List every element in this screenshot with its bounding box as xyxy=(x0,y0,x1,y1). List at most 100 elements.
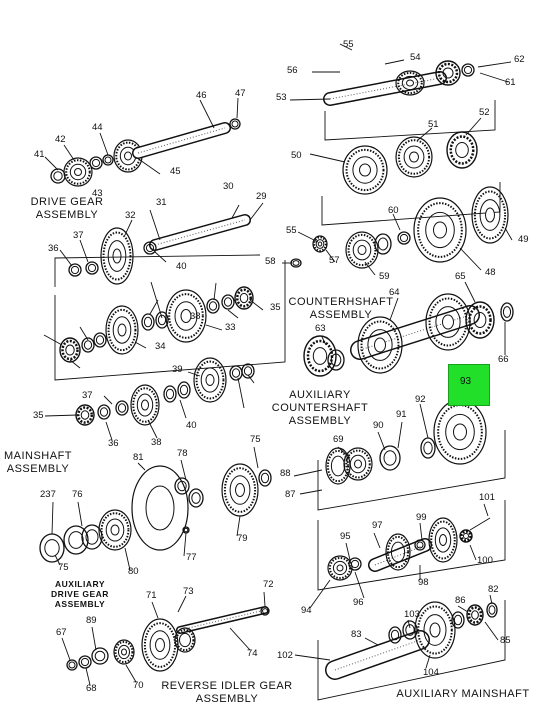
leader-line xyxy=(483,503,489,517)
leader-line xyxy=(237,377,245,409)
part-number-callout: 237 xyxy=(40,489,56,500)
shaft-body xyxy=(177,607,268,633)
part-number-callout: 95 xyxy=(340,531,351,542)
leader-line xyxy=(124,219,133,236)
flange xyxy=(131,465,189,551)
leader-line xyxy=(179,399,187,419)
leader-line xyxy=(464,281,476,303)
leader-line xyxy=(392,213,401,231)
washer xyxy=(348,557,362,571)
part-number-callout: 94 xyxy=(301,605,312,616)
washer-hole xyxy=(399,233,409,243)
washer-hole xyxy=(94,650,106,662)
leader-line xyxy=(457,605,469,613)
gear-rim xyxy=(471,186,509,244)
washer-hole xyxy=(85,529,99,545)
bearing-outer xyxy=(466,604,484,626)
leader-line xyxy=(354,571,365,599)
washer xyxy=(379,445,401,471)
part-number-callout: 56 xyxy=(287,65,298,76)
gear-rim xyxy=(395,70,425,96)
part-number-callout: 68 xyxy=(86,683,97,694)
gear-bore xyxy=(453,423,467,441)
caption-line: REVERSE IDLER GEAR xyxy=(161,680,293,692)
part-number-callout: 35 xyxy=(270,302,281,313)
caption-line: ASSEMBLY xyxy=(54,599,106,609)
part-number-callout: 44 xyxy=(92,122,103,133)
bearing-balls xyxy=(77,406,93,424)
washer-hole xyxy=(53,171,63,181)
gear-hub xyxy=(352,239,372,261)
caption-line: AUXILIARY MAINSHAFT xyxy=(396,688,530,700)
leader-line xyxy=(297,231,319,243)
part-number-callout: 88 xyxy=(280,468,291,479)
part-number-callout: 101 xyxy=(479,492,495,503)
gear-bore xyxy=(124,151,132,161)
bearing-balls xyxy=(460,530,472,542)
gear-bore xyxy=(336,564,344,572)
gear-rim xyxy=(174,627,196,653)
gear-hub xyxy=(367,329,393,361)
gear-hub xyxy=(401,75,419,91)
leader-line xyxy=(103,395,113,405)
assembly-bracket xyxy=(317,600,506,701)
bearing-balls xyxy=(468,305,492,335)
leader-line xyxy=(227,309,239,319)
bearing-outer xyxy=(465,301,495,339)
washer xyxy=(206,298,220,314)
gear-bore xyxy=(155,638,165,652)
gear-hub xyxy=(179,632,191,648)
part-number-callout: 81 xyxy=(133,452,144,463)
gear-bore xyxy=(180,309,192,323)
highlighted-part-box[interactable]: 93 xyxy=(448,364,490,406)
washer xyxy=(388,626,402,644)
part-number-callout: 86 xyxy=(455,595,466,606)
gear-bore xyxy=(409,151,419,163)
part-number-callout: 66 xyxy=(498,354,509,365)
leader-line xyxy=(484,621,499,641)
bearing-inner xyxy=(442,67,454,79)
washer-hole xyxy=(99,407,109,417)
caption-line: ASSEMBLY xyxy=(35,209,99,221)
washer-hole xyxy=(157,314,167,326)
washer xyxy=(68,263,82,277)
bearing-inner xyxy=(462,532,470,540)
washer xyxy=(97,404,111,420)
gear-hub xyxy=(112,316,132,344)
leader-line xyxy=(247,374,255,384)
gear-teeth xyxy=(132,387,158,423)
leader-line xyxy=(459,247,482,271)
leader-line xyxy=(253,446,259,469)
washer-hole xyxy=(117,403,127,413)
part-number-callout: 75 xyxy=(250,434,261,445)
caption-line: COUNTERSHAFT xyxy=(271,402,369,414)
washer xyxy=(177,381,191,399)
part-number-callout: 30 xyxy=(223,181,234,192)
gear-bore xyxy=(110,524,120,536)
caption-line: ASSEMBLY xyxy=(6,463,70,475)
part-number-callout: 46 xyxy=(196,90,207,101)
washer-hole xyxy=(488,605,496,615)
leader-line xyxy=(345,542,351,561)
part-number-callout: 104 xyxy=(423,667,439,678)
leader-line xyxy=(231,204,240,219)
leader-line xyxy=(339,43,353,51)
gear-teeth xyxy=(65,159,91,185)
gear-bore xyxy=(442,314,454,330)
part-number-callout: 38 xyxy=(190,311,201,322)
washer-hole xyxy=(177,480,187,492)
bearing-balls xyxy=(61,339,79,361)
leader-line xyxy=(137,462,146,471)
washer-hole xyxy=(70,265,80,275)
gear-hub xyxy=(69,163,87,181)
part-number-callout: 50 xyxy=(291,150,302,161)
part-number-callout: 103 xyxy=(404,609,420,620)
leader-line xyxy=(180,459,187,481)
caption-line: ASSEMBLY xyxy=(288,415,352,427)
part-number-callout: 36 xyxy=(48,243,59,254)
washer-hole xyxy=(383,450,397,466)
part-number-callout: 48 xyxy=(485,267,496,278)
leader-line xyxy=(325,249,336,263)
